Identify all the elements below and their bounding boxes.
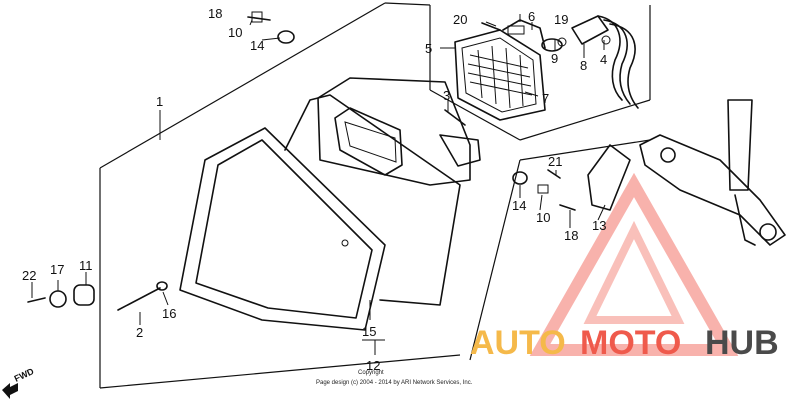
label-part-10-top: 10 bbox=[228, 25, 242, 40]
label-part-17: 17 bbox=[50, 262, 64, 277]
label-part-8: 8 bbox=[580, 58, 587, 73]
label-part-6: 6 bbox=[528, 9, 535, 24]
label-part-11: 11 bbox=[79, 258, 93, 273]
watermark-logo bbox=[529, 172, 739, 356]
label-part-7: 7 bbox=[542, 91, 549, 106]
label-part-13: 13 bbox=[592, 218, 606, 233]
label-part-14-right: 14 bbox=[512, 198, 526, 213]
label-part-21: 21 bbox=[548, 154, 562, 169]
leader-lines bbox=[31, 14, 606, 355]
label-part-18-top: 18 bbox=[208, 6, 222, 21]
label-part-2: 2 bbox=[136, 325, 143, 340]
watermark-text: AUTO MOTO HUB bbox=[470, 324, 779, 362]
steering-stem bbox=[639, 99, 786, 246]
label-part-18-right: 18 bbox=[564, 228, 578, 243]
label-part-9: 9 bbox=[551, 51, 558, 66]
watermark-auto: AUTO bbox=[470, 324, 566, 362]
label-part-19: 19 bbox=[554, 12, 568, 27]
fwd-arrow-icon bbox=[2, 383, 18, 399]
copyright-notice: Page design (c) 2004 - 2014 by ARI Netwo… bbox=[316, 380, 473, 386]
label-part-20: 20 bbox=[453, 12, 467, 27]
label-part-3: 3 bbox=[443, 88, 450, 103]
copyright-tag: Copyright bbox=[358, 370, 384, 376]
fwd-indicator: FWD bbox=[2, 366, 36, 399]
bulb bbox=[541, 37, 567, 52]
label-part-1: 1 bbox=[156, 94, 163, 109]
label-part-16: 16 bbox=[162, 306, 176, 321]
headlight-cover bbox=[179, 94, 461, 331]
label-part-15: 15 bbox=[362, 324, 376, 339]
small-hardware bbox=[27, 11, 576, 311]
headlight-unit bbox=[454, 19, 546, 121]
label-part-14-top: 14 bbox=[250, 38, 264, 53]
fwd-label: FWD bbox=[13, 366, 36, 384]
label-part-12: 12 bbox=[366, 358, 380, 373]
label-part-5: 5 bbox=[425, 41, 432, 56]
headlight-case bbox=[317, 77, 481, 186]
watermark-hub: HUB bbox=[705, 324, 779, 362]
assembly-frame bbox=[99, 2, 651, 389]
label-part-22: 22 bbox=[22, 268, 36, 283]
watermark-moto: MOTO bbox=[580, 324, 681, 362]
label-part-10-right: 10 bbox=[536, 210, 550, 225]
label-part-4: 4 bbox=[600, 52, 607, 67]
part-labels: 1 2 3 4 5 6 7 8 9 10 10 11 12 13 14 14 1… bbox=[22, 6, 607, 373]
bracket bbox=[587, 144, 631, 211]
bulb-socket-harness bbox=[571, 15, 639, 109]
